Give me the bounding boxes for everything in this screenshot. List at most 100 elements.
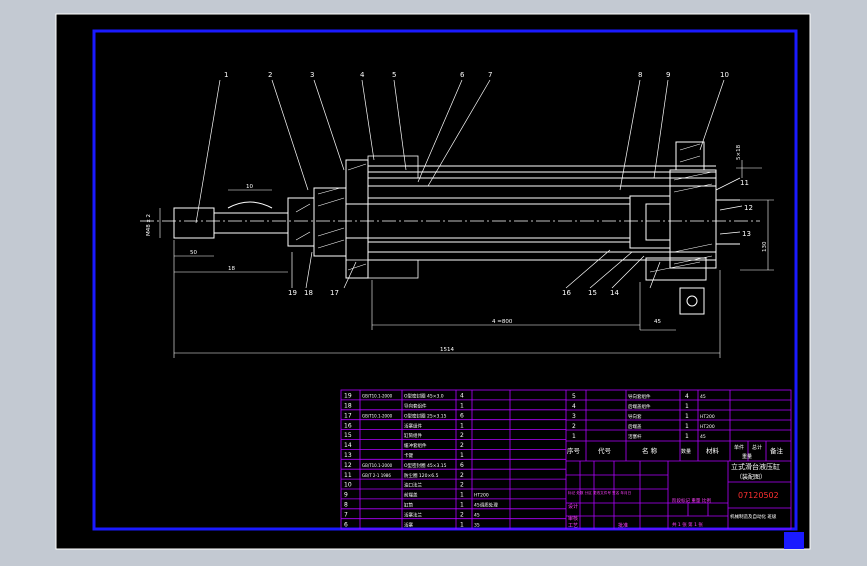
bom-row-no: 9 (344, 492, 348, 499)
dim-stroke: 4 =800 (492, 319, 513, 325)
bom-row-no: 10 (344, 482, 352, 489)
bom-row-qty: 1 (460, 521, 464, 528)
bom-row-material: 45 (474, 512, 480, 518)
bom-row-material: HT200 (474, 493, 489, 499)
bom-row-no: 5 (572, 393, 576, 400)
bom-row-qty: 1 (460, 452, 464, 459)
bom-row-material: 45调质处理 (474, 502, 498, 509)
balloon-13: 13 (742, 230, 751, 238)
bom-row-name: 后端盖 (628, 423, 642, 430)
bom-row-qty: 6 (460, 462, 464, 469)
bom-row-name: 活塞杆 (628, 433, 642, 440)
bom-row-no: 1 (572, 433, 576, 440)
header-name: 名 称 (642, 446, 658, 455)
bom-row-qty: 2 (460, 511, 464, 518)
dim-right-side: 130 (762, 241, 768, 252)
balloon-15: 15 (588, 289, 597, 297)
bom-left-grid (341, 390, 566, 529)
bom-row-material: HT200 (700, 424, 715, 430)
bom-row-name: O型密封圈 45×3.0 (404, 393, 444, 400)
bom-row-name: 活塞法兰 (404, 511, 422, 518)
bom-row-material: HT200 (700, 414, 715, 420)
balloon-3: 3 (310, 71, 314, 79)
header-total-weight: 总计 (752, 444, 762, 451)
bom-row-qty: 1 (460, 422, 464, 429)
balloon-16: 16 (562, 289, 571, 297)
balloon-10: 10 (720, 71, 729, 79)
rear-flange (645, 257, 707, 281)
bom-right-grid (566, 390, 791, 462)
bom-row-qty: 2 (460, 432, 464, 439)
balloon-9: 9 (666, 71, 670, 79)
rear-port-block (675, 141, 705, 171)
dimension-texts: 1514 4 =800 18 10 50 45 M48 x 2 5×18 130 (146, 144, 768, 353)
balloon-11: 11 (740, 179, 749, 187)
balloon-12: 12 (744, 204, 753, 212)
header-unit-weight: 单件 (734, 444, 744, 451)
bom-row-no: 15 (344, 432, 352, 439)
bom-row-no: 11 (344, 472, 352, 479)
bom-row-no: 6 (344, 521, 348, 528)
bom-row-code: GB/T10.1-2000 (362, 413, 393, 418)
change-label: 标记 处数 分区 更改文件号 签名 年月日 (568, 490, 631, 495)
bom-row-name: 缸筒 (404, 502, 413, 509)
bom-row-name: 活塞组件 (404, 422, 422, 429)
bom-row-name: 活塞 (404, 521, 413, 528)
header-weight: 重量 (742, 453, 752, 460)
dim-bottom-right: 45 (654, 319, 661, 325)
balloon-2: 2 (268, 71, 272, 79)
cylinder-assembly-drawing (140, 79, 774, 358)
bom-row-code: GB/T10.1-2000 (362, 394, 393, 399)
bom-row-no: 7 (344, 511, 348, 518)
bom-row-name: 卡键 (404, 452, 413, 459)
bom-row-name: 油口法兰 (404, 482, 422, 489)
header-code: 代号 (598, 446, 612, 455)
review-label: 审核 (568, 515, 578, 522)
bom-header-row: 序号 代号 名 称 数量 材料 单件 总计 重量 备注 (567, 444, 784, 460)
craft-label: 工艺 (568, 523, 578, 529)
balloon-5: 5 (392, 71, 396, 79)
bom-row-qty: 1 (685, 433, 689, 440)
balloon-1: 1 (224, 71, 228, 79)
bom-row-qty: 4 (685, 393, 689, 400)
bom-row-qty: 2 (460, 482, 464, 489)
bom-row-name: 导向套 (628, 413, 642, 420)
header-qty: 数量 (681, 448, 691, 455)
title-main: 立式滑台液压缸 (731, 462, 780, 471)
bom-row-no: 3 (572, 413, 576, 420)
ucs-icon (784, 532, 804, 549)
bom-left-texts: 19 GB/T10.1-2000 O型密封圈 45×3.0 4 18 导向套组件… (344, 393, 498, 529)
bom-right-texts: 5 导向套组件 4 45 4 后端盖组件 1 3 导向套 1 HT200 2 后… (572, 393, 715, 440)
bom-row-no: 13 (344, 452, 352, 459)
bom-row-code: GB/T10.1-2000 (362, 463, 393, 468)
bom-row-qty: 1 (685, 423, 689, 430)
section-hatching (295, 143, 713, 273)
bom-row-no: 12 (344, 462, 352, 469)
bom-row-name: O型密封圈 45×3.15 (404, 462, 447, 469)
balloon-7: 7 (488, 71, 492, 79)
header-remark: 备注 (770, 446, 784, 455)
paper-background (55, 13, 811, 550)
bom-row-name: 后端盖组件 (628, 403, 651, 410)
title-subtitle: （装配图） (736, 473, 766, 481)
bom-row-qty: 1 (460, 492, 464, 499)
dimension-lines (159, 160, 774, 358)
bom-row-qty: 1 (460, 502, 464, 509)
bom-row-no: 14 (344, 442, 352, 449)
bom-row-no: 4 (572, 403, 576, 410)
balloon-8: 8 (638, 71, 642, 79)
bom-table (340, 389, 792, 530)
bom-row-material: 45 (700, 434, 706, 440)
header-material: 材料 (706, 446, 720, 455)
bom-row-no: 16 (344, 422, 352, 429)
dim-rod-end: M48 x 2 (146, 214, 152, 236)
bom-row-no: 2 (572, 423, 576, 430)
design-label: 设计 (568, 503, 578, 510)
bom-row-material: 45 (700, 394, 706, 400)
bom-row-qty: 6 (460, 412, 464, 419)
bom-row-qty: 1 (460, 403, 464, 410)
bom-row-name: 缸筒组件 (404, 432, 422, 439)
bom-row-name: 缓冲套组件 (404, 442, 427, 449)
bom-row-no: 18 (344, 403, 352, 410)
